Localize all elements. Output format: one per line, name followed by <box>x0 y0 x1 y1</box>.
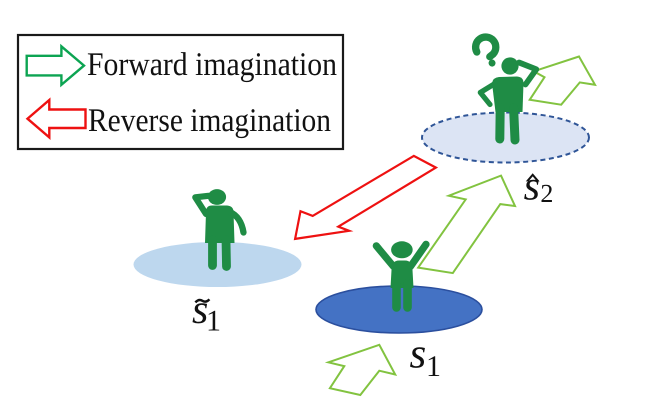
svg-text:Reverse imagination: Reverse imagination <box>88 103 331 139</box>
svg-text:s: s <box>524 163 540 209</box>
svg-text:s: s <box>410 330 427 377</box>
svg-text:1: 1 <box>206 305 221 338</box>
svg-text:2: 2 <box>540 179 553 208</box>
svg-text:Forward imagination: Forward imagination <box>87 47 337 83</box>
svg-text:1: 1 <box>426 350 441 383</box>
svg-text:s: s <box>192 287 208 333</box>
